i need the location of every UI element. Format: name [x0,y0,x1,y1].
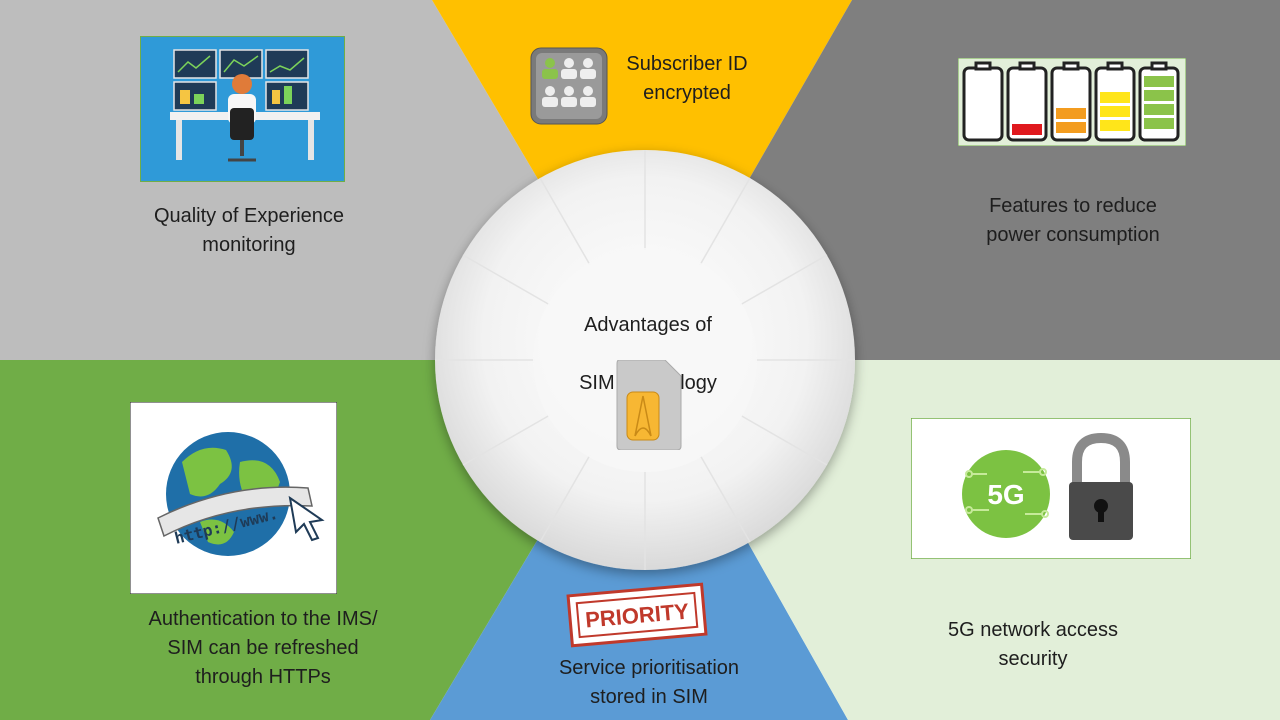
5g-padlock-picture: 5G [911,418,1191,559]
label-subscriber-id: Subscriber ID encrypted [626,53,748,104]
label-power: Features to reduce power consumption [986,195,1160,246]
center-disc-petals [435,150,855,570]
label-authentication: Authentication to the IMS/ SIM can be re… [148,608,378,688]
battery-levels-icon [958,58,1186,146]
label-qoe: Quality of Experience monitoring [153,205,345,256]
monitoring-desk-picture [140,36,345,182]
user-group-icon [530,47,608,125]
label-5g-security: 5G network access security [947,619,1119,670]
center-title-line1: Advantages of [584,314,712,336]
sim-card-icon [616,360,682,450]
priority-stamp: PRIORITY [566,582,708,648]
label-priority: Service prioritisation stored in SIM [558,657,740,708]
globe-http-picture: http://www. [130,402,337,594]
badge-5g-text: 5G [987,479,1024,510]
